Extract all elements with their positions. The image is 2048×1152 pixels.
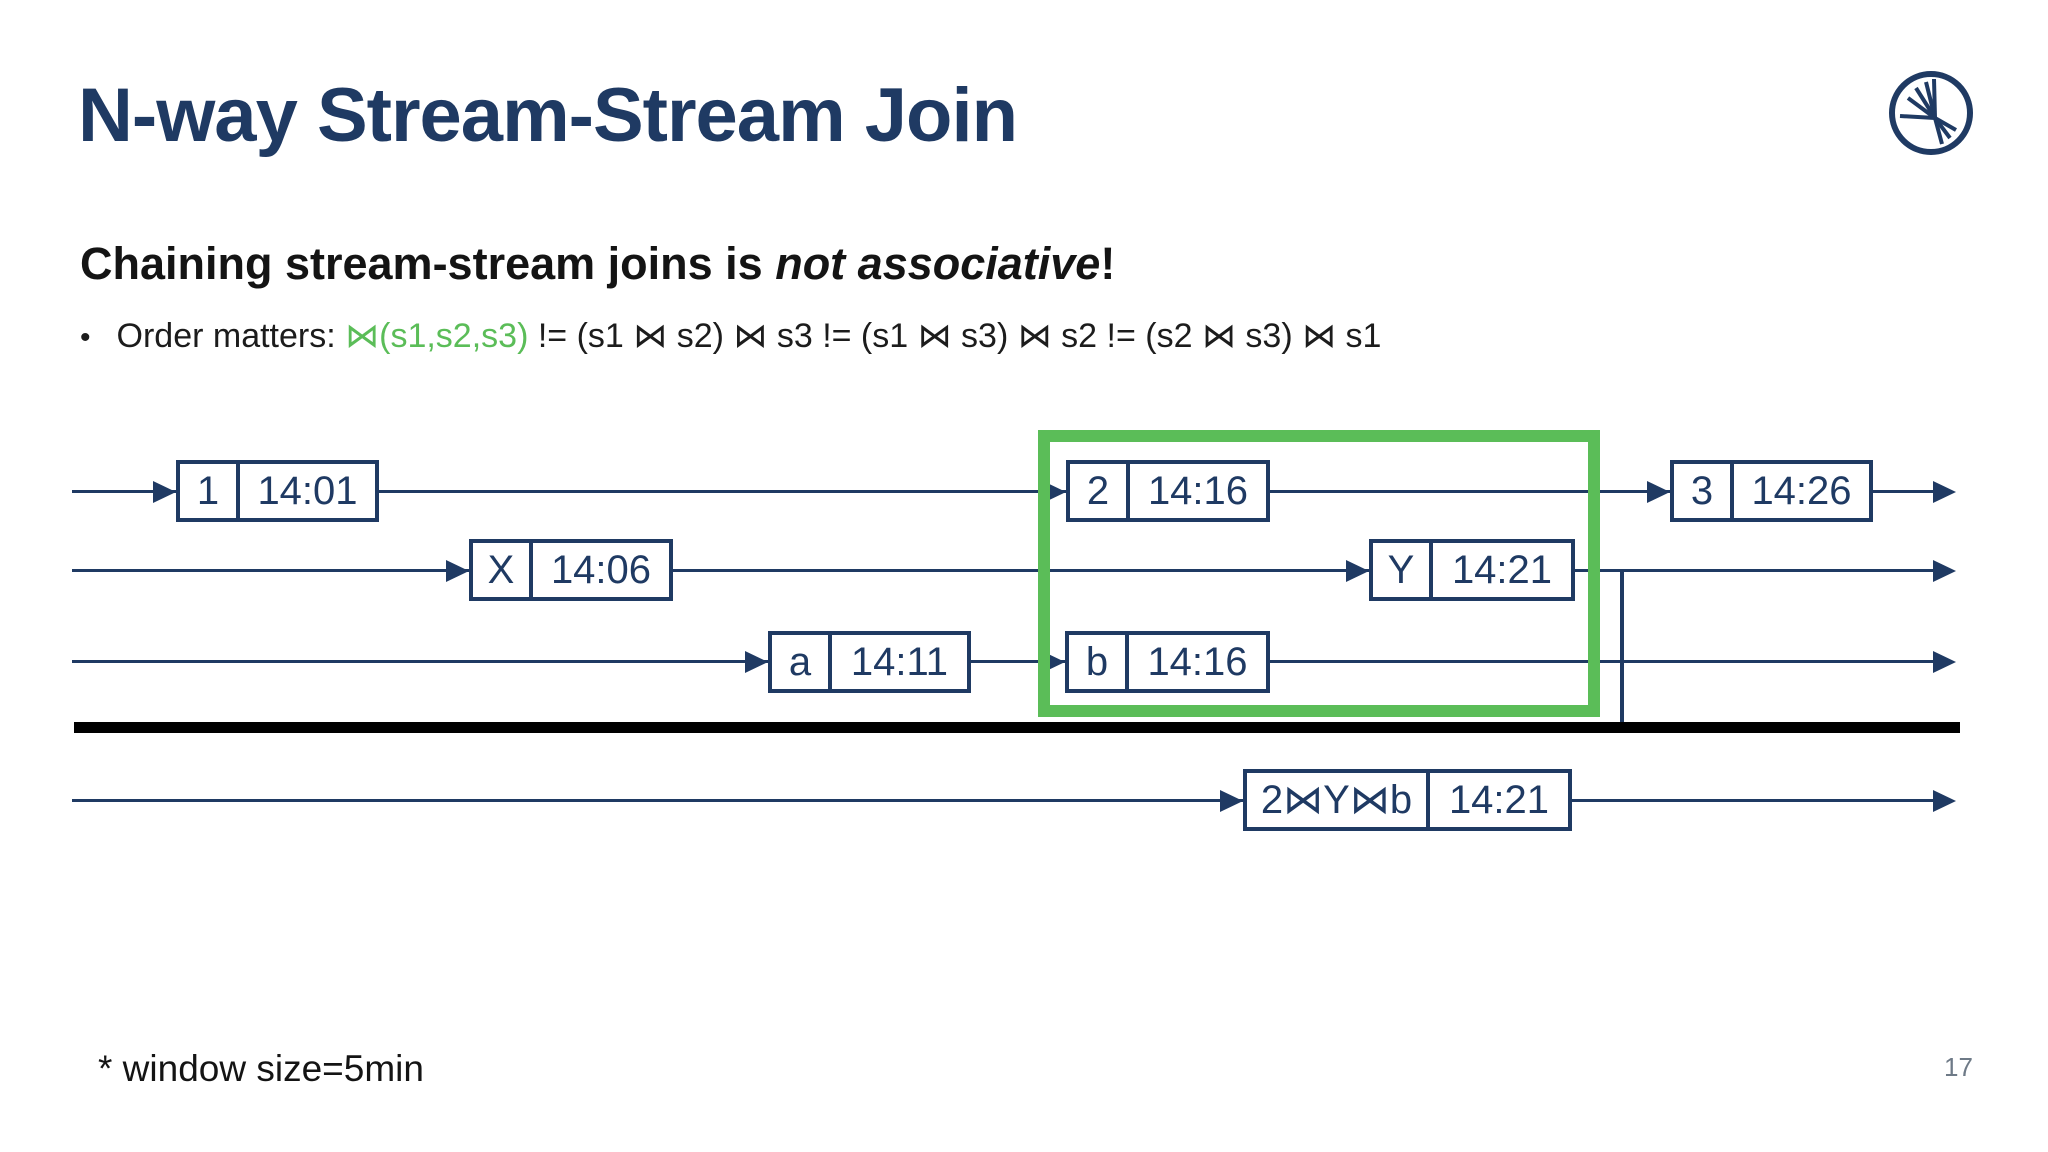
event-time: 14:11	[828, 635, 967, 689]
arrowhead-icon	[1933, 651, 1956, 673]
event-key: 2	[1086, 468, 1110, 513]
event-time: 14:01	[236, 464, 375, 518]
event-box-b: b 14:16	[1065, 631, 1270, 693]
result-timeline	[72, 799, 1948, 802]
stream3-timeline	[72, 660, 1948, 663]
bullet-green-expression: ⋈(s1,s2,s3)	[345, 317, 529, 355]
slide-heading: Chaining stream-stream joins is not asso…	[80, 238, 1115, 290]
stream2-timeline	[72, 569, 1948, 572]
result-event-key: 2⋈Y⋈b	[1260, 778, 1413, 822]
bullet-text: Order matters: ⋈(s1,s2,s3) != (s1 ⋈ s2) …	[117, 316, 1382, 356]
heading-suffix: !	[1100, 238, 1116, 289]
result-event-time: 14:21	[1426, 773, 1568, 827]
arrowhead-icon	[1933, 560, 1956, 582]
confluent-starburst-logo-icon	[1889, 71, 1973, 155]
event-key: X	[487, 547, 515, 592]
bullet-rest: != (s1 ⋈ s2) ⋈ s3 != (s1 ⋈ s3) ⋈ s2 != (…	[528, 317, 1382, 355]
event-box-X: X 14:06	[469, 539, 673, 601]
join-window-highlight	[1038, 430, 1600, 717]
heading-emphasis: not associative	[775, 238, 1101, 289]
event-time: 14:06	[529, 543, 669, 597]
arrowhead-icon	[1647, 481, 1670, 503]
arrowhead-icon	[153, 481, 176, 503]
event-box-a: a 14:11	[768, 631, 971, 693]
event-key: 1	[196, 468, 220, 513]
arrowhead-icon	[1220, 790, 1243, 812]
slide-title: N-way Stream-Stream Join	[78, 73, 1018, 158]
event-key: 3	[1690, 468, 1714, 513]
bullet-prefix: Order matters:	[116, 317, 346, 355]
event-box-Y: Y 14:21	[1369, 539, 1575, 601]
event-time: 14:21	[1429, 543, 1571, 597]
arrowhead-icon	[1933, 481, 1956, 503]
arrowhead-icon	[1933, 790, 1956, 812]
event-key: Y	[1387, 547, 1415, 592]
window-boundary-tick	[1620, 571, 1624, 722]
arrowhead-icon	[446, 560, 469, 582]
event-box-3: 3 14:26	[1670, 460, 1873, 522]
bullet-marker: •	[80, 321, 91, 354]
event-time: 14:16	[1125, 635, 1266, 689]
heading-prefix: Chaining stream-stream joins is	[80, 238, 776, 289]
event-time: 14:26	[1730, 464, 1869, 518]
footnote: * window size=5min	[98, 1048, 424, 1089]
section-divider	[74, 722, 1960, 733]
event-box-2: 2 14:16	[1066, 460, 1270, 522]
event-key: a	[788, 639, 812, 684]
bullet-line: • Order matters: ⋈(s1,s2,s3) != (s1 ⋈ s2…	[80, 316, 1381, 356]
page-number: 17	[1944, 1052, 1973, 1082]
event-key: b	[1085, 639, 1109, 684]
event-time: 14:16	[1126, 464, 1266, 518]
event-box-1: 1 14:01	[176, 460, 379, 522]
stream1-timeline	[72, 490, 1948, 493]
arrowhead-icon	[1346, 560, 1369, 582]
arrowhead-icon	[745, 651, 768, 673]
result-event-box: 2⋈Y⋈b 14:21	[1243, 769, 1572, 831]
